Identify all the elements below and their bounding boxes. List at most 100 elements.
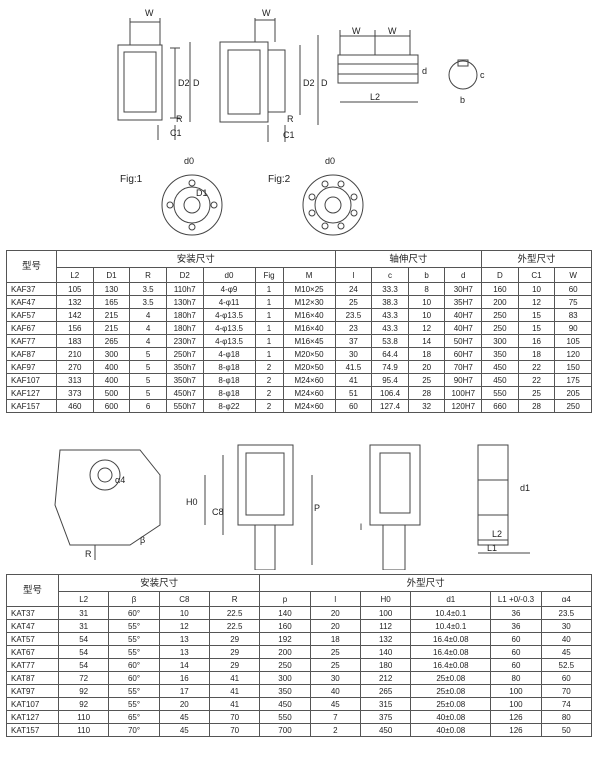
table-cell: 1 [254,334,284,348]
gearbox-view-1 [117,44,163,121]
table-cell: 8 [407,282,446,296]
table-cell: M24×60 [282,399,336,413]
table-cell: 22 [517,360,556,374]
kat-drawings: H0 C8 P L2 L1 d1 R β α4 l [54,444,530,570]
table-cell: 106.4 [371,386,409,400]
shaft-dims-header: 轴伸尺寸 [334,250,483,268]
table-cell: 140 [259,606,311,620]
table-cell: 14 [407,334,446,348]
table-cell: 45 [158,723,210,737]
column-header: R [129,267,167,283]
table-cell: 105 [56,282,94,296]
table-cell: 2 [254,386,284,400]
outer-dims-header: 外型尺寸 [481,250,592,268]
table-cell: 36 [490,606,542,620]
svg-text:P: P [314,503,320,513]
column-header: L2 [56,267,94,283]
table-cell: 16 [517,334,556,348]
table-cell: 23 [334,321,373,335]
table-cell: 265 [359,684,412,698]
svg-text:d1: d1 [520,483,530,493]
table-cell: 75 [554,295,592,309]
table-cell: 60H7 [444,347,483,361]
svg-text:R: R [85,549,92,559]
table-cell: 165 [92,295,131,309]
table-cell: 41 [208,671,261,685]
table-cell: 70H7 [444,360,483,374]
table-cell: 350 [481,347,519,361]
table-cell: 100H7 [444,386,483,400]
column-header: α4 [540,591,593,607]
table-cell: 132 [359,632,412,646]
table-cell: 4 [129,308,167,322]
table-cell: 5 [129,347,167,361]
table-cell: 132 [56,295,94,309]
model-cell: KAT127 [6,710,59,724]
column-header: L2 [57,591,110,607]
svg-text:b: b [460,95,465,105]
model-cell: KAF87 [6,347,57,361]
table-cell: 120 [554,347,592,361]
table-cell: M24×60 [282,373,336,387]
table-cell: 23.5 [540,606,593,620]
table-cell: 180 [359,658,412,672]
table-cell: 175 [554,373,592,387]
svg-text:R: R [287,114,294,124]
column-header: H0 [359,591,412,607]
table-cell: 150 [554,360,592,374]
table-cell: 60° [108,606,160,620]
table-cell: 550 [259,710,311,724]
svg-text:L1: L1 [487,543,497,553]
table-cell: 500 [92,386,131,400]
table-cell: 192 [259,632,311,646]
flange-fig2 [302,174,364,236]
table-cell: 25±0.08 [410,697,492,711]
table-cell: 64.4 [371,347,409,361]
table-cell: 37 [334,334,373,348]
table-cell: 1 [254,295,284,309]
table-cell: 15 [517,321,556,335]
model-cell: KAF157 [6,399,57,413]
table-cell: 55° [108,684,160,698]
model-cell: KAF107 [6,373,57,387]
table-cell: 127.4 [371,399,409,413]
table-cell: 2 [309,723,361,737]
table-cell: 20 [158,697,210,711]
svg-text:C1: C1 [283,130,295,140]
svg-text:Fig:2: Fig:2 [268,174,291,185]
svg-text:Fig:1: Fig:1 [120,174,143,185]
table-cell: 4-φ18 [202,347,256,361]
table-cell: 65° [108,710,160,724]
table-cell: 55° [108,619,160,633]
column-header: l [334,267,373,283]
table-cell: 29 [208,645,261,659]
table-cell: 20 [407,360,446,374]
table-cell: 10 [158,606,210,620]
table-cell: 23.5 [334,308,373,322]
column-header: L1 +0/-0.3 [490,591,542,607]
table-cell: 10 [517,282,556,296]
table-cell: 33.3 [371,282,409,296]
table-cell: 25 [517,386,556,400]
table-cell: 180h7 [165,321,204,335]
table-cell: 4-φ13.5 [202,334,256,348]
column-header: d0 [202,267,256,283]
table-cell: 265 [92,334,131,348]
table-cell: 550 [481,386,519,400]
table-cell: 25±0.08 [410,671,492,685]
table-cell: 74.9 [371,360,409,374]
svg-text:W: W [388,26,397,36]
table-cell: 70° [108,723,160,737]
svg-text:l: l [360,522,362,532]
table-cell: 450 [359,723,412,737]
table-cell: 30 [309,671,361,685]
table-cell: 160 [259,619,311,633]
table-cell: 50H7 [444,334,483,348]
column-header: C1 [517,267,556,283]
